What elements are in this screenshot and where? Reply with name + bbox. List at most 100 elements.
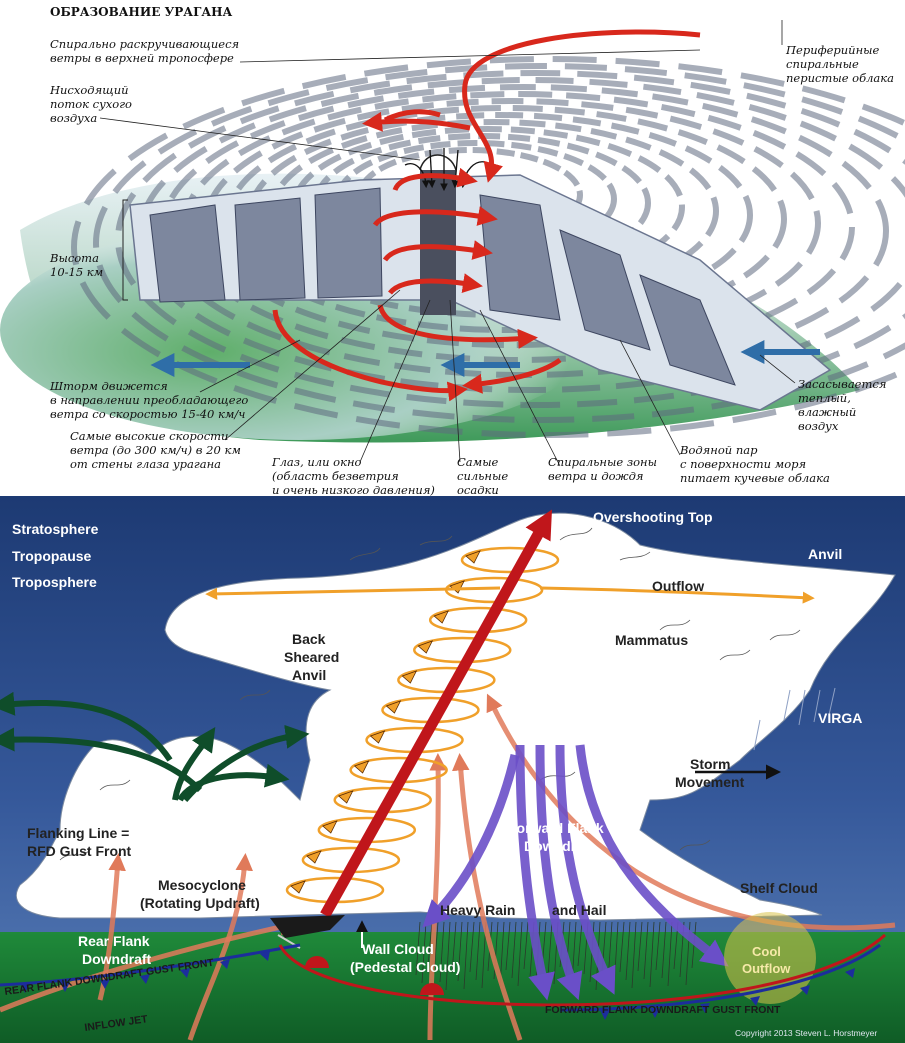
- label-heavy-rain: Heavy Rain: [440, 902, 515, 918]
- spiral-cloud-bands: [71, 56, 905, 438]
- label-virga: VIRGA: [818, 710, 862, 726]
- label-inflow-3: влажный: [798, 405, 856, 419]
- cloud-band: [181, 91, 855, 363]
- label-cirrus-2: спиральные: [786, 57, 859, 71]
- label-flanking-1: Flanking Line =: [27, 825, 129, 841]
- label-back-sheared-2: Sheared: [284, 649, 339, 665]
- spiral-arrowhead: [385, 700, 402, 714]
- label-ffd-2: Downdraft: [524, 838, 594, 854]
- layer-stratosphere: Stratosphere: [12, 521, 99, 537]
- label-vapor-3: питает кучевые облака: [680, 471, 830, 485]
- label-upper-winds-1: Спирально раскручивающиеся: [50, 37, 239, 51]
- label-storm-move-1: Шторм движется: [49, 379, 168, 393]
- label-cool-outflow-2: Outflow: [742, 961, 791, 976]
- label-outflow: Outflow: [652, 578, 704, 594]
- label-inflow-4: воздух: [798, 419, 839, 433]
- spiral-arrowhead: [401, 670, 418, 684]
- label-ffd-1: Forward Flank: [508, 820, 604, 836]
- cloud-band: [93, 63, 905, 423]
- rain-streak: [649, 921, 655, 988]
- spiral-arrowhead: [369, 730, 386, 744]
- label-spiral-1: Спиральные зоны: [548, 455, 657, 469]
- cloud-band: [115, 70, 905, 408]
- label-back-sheared-1: Back: [292, 631, 326, 647]
- rain-streak: [619, 921, 625, 973]
- hurricane-title: ОБРАЗОВАНИЕ УРАГАНА: [50, 5, 232, 19]
- rain-streak: [661, 921, 667, 979]
- label-max-speed-2: ветра (до 300 км/ч) в 20 км: [70, 443, 241, 457]
- rain-streak: [505, 921, 511, 971]
- rain-streak: [655, 921, 661, 971]
- rain-streak: [523, 921, 529, 970]
- label-precip-2: сильные: [457, 469, 508, 483]
- label-mesocyclone-1: Mesocyclone: [158, 877, 246, 893]
- rain-streak: [667, 921, 673, 987]
- rain-streak: [637, 921, 643, 972]
- rfd-gust-front-line: [0, 943, 301, 987]
- label-cirrus-3: перистые облака: [786, 71, 894, 85]
- label-height-2: 10-15 км: [50, 265, 103, 279]
- rain-streak: [439, 921, 445, 983]
- label-and-hail: and Hail: [552, 902, 606, 918]
- rain-streak: [547, 921, 553, 977]
- green-flow-arrows: [0, 691, 310, 802]
- spiral-arrowhead: [433, 610, 449, 624]
- supercell-panel: Stratosphere Tropopause Troposphere Over…: [0, 496, 905, 1043]
- copyright-text: Copyright 2013 Steven L. Horstmeyer: [735, 1028, 877, 1038]
- label-ffd-gust-front: FORWARD FLANK DOWNDRAFT GUST FRONT: [545, 1004, 781, 1016]
- wall-cloud: [270, 915, 345, 938]
- ffd-gust-front-blue: [559, 943, 881, 1012]
- eye-top: [419, 154, 457, 171]
- rfd-gust-front-teeth: [20, 951, 270, 993]
- label-overshooting-top: Overshooting Top: [593, 509, 713, 525]
- label-shelf-cloud: Shelf Cloud: [740, 880, 818, 896]
- label-precip-3: осадки: [457, 483, 499, 497]
- label-max-speed-1: Самые высокие скорости: [70, 429, 228, 443]
- label-eye-2: (область безветрия: [272, 469, 399, 483]
- downdraft-arrows: [422, 744, 729, 1001]
- rain-streak: [517, 921, 523, 987]
- layer-troposphere: Troposphere: [12, 574, 97, 590]
- label-wall-cloud-2: (Pedestal Cloud): [350, 959, 460, 975]
- rain-streak: [475, 921, 481, 981]
- spiral-arrowhead: [306, 850, 322, 864]
- ffd-gust-front-teeth: [600, 968, 855, 1020]
- label-dry-air-1: Нисходящий: [49, 83, 129, 97]
- label-cirrus-1: Периферийные: [785, 43, 880, 57]
- label-wall-cloud-1: Wall Cloud: [362, 941, 434, 957]
- rain-streak: [643, 921, 649, 980]
- label-eye-1: Глаз, или окно: [271, 455, 362, 469]
- spiral-arrowhead: [322, 820, 338, 834]
- spiral-arrowhead: [337, 790, 354, 804]
- label-storm-movement-2: Movement: [675, 774, 745, 790]
- rain-streak: [577, 921, 583, 967]
- rain-streak: [511, 921, 517, 979]
- label-storm-move-3: ветра со скоростью 15-40 км/ч: [50, 407, 245, 421]
- cloud-towers: [149, 187, 736, 386]
- label-max-speed-3: от стены глаза урагана: [70, 457, 221, 471]
- rain-streak: [415, 921, 421, 976]
- label-precip-1: Самые: [457, 455, 499, 469]
- label-flanking-2: RFD Gust Front: [27, 843, 132, 859]
- label-cool-outflow-1: Cool: [752, 944, 781, 959]
- cool-outflow-circle: [724, 912, 816, 1004]
- spiral-arrowhead: [353, 760, 370, 774]
- label-dry-air-2: поток сухого: [50, 97, 132, 111]
- label-back-sheared-3: Anvil: [292, 667, 326, 683]
- rain-streak: [445, 921, 451, 991]
- label-dry-air-3: воздуха: [50, 111, 97, 125]
- cloud-band: [71, 56, 905, 438]
- layer-tropopause: Tropopause: [12, 548, 92, 564]
- label-eye-3: и очень низкого давления): [272, 483, 435, 497]
- virga-streaks: [753, 687, 836, 751]
- rain-streak: [469, 921, 475, 973]
- label-anvil: Anvil: [808, 546, 842, 562]
- label-mammatus: Mammatus: [615, 632, 688, 648]
- spiral-arrowhead: [417, 640, 434, 654]
- main-updraft-arrow: [320, 509, 552, 918]
- leader-lines: [99, 20, 796, 467]
- spiral-arrowhead: [290, 880, 306, 894]
- rain-streak: [631, 921, 637, 989]
